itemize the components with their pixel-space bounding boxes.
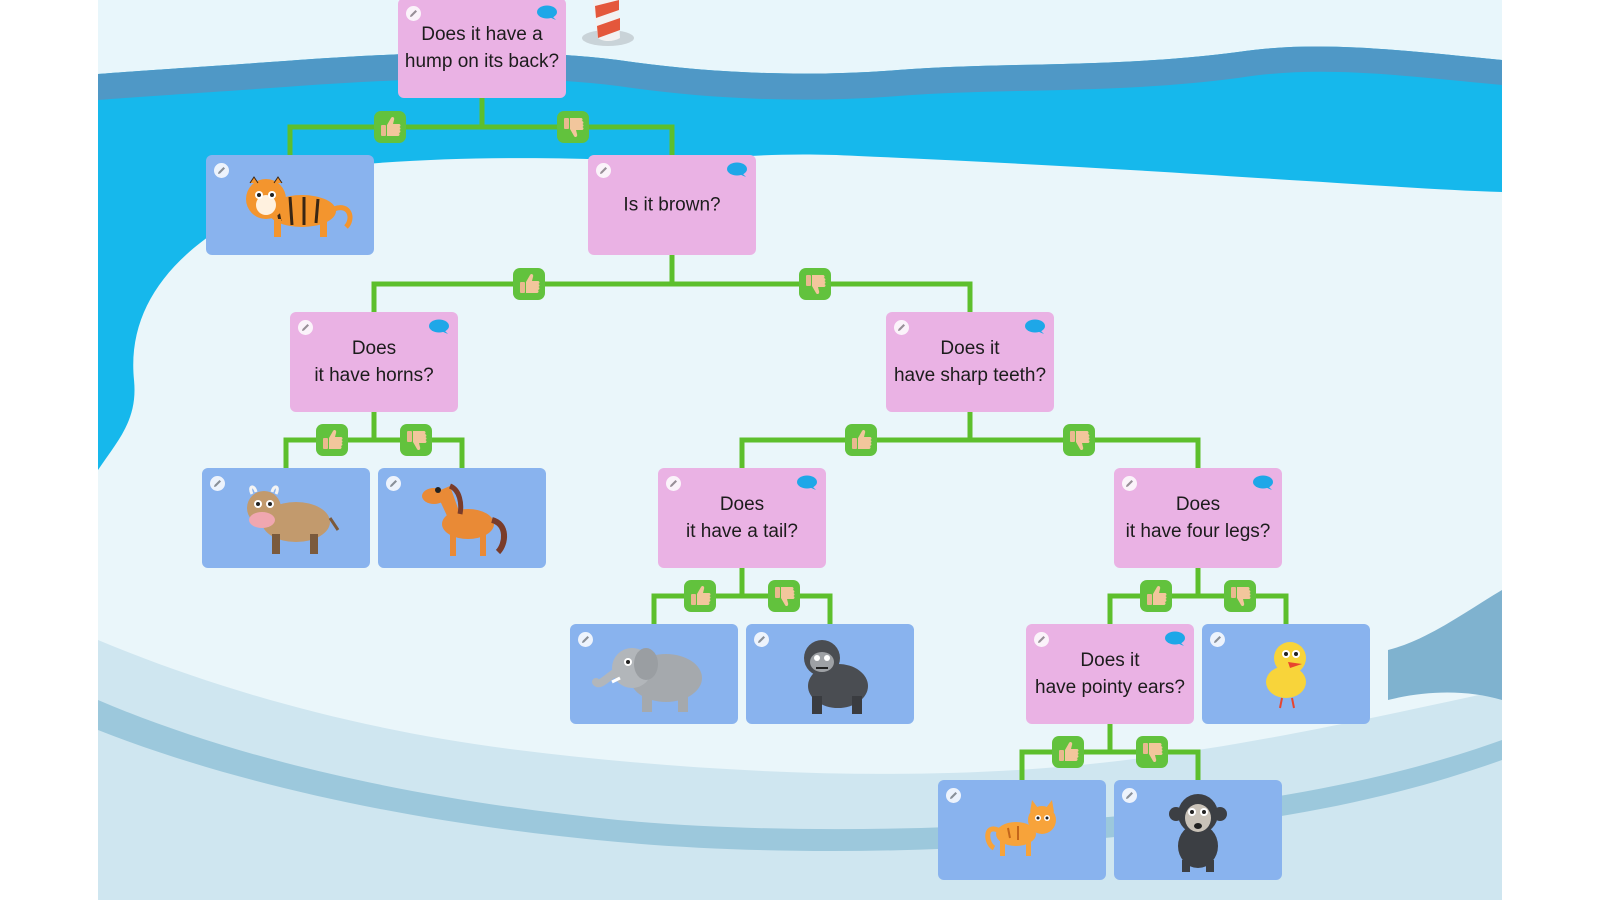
thumbs-up-icon[interactable] [1051,736,1084,768]
speech-bubble-icon[interactable] [796,475,818,491]
pencil-icon[interactable] [666,476,681,491]
speech-bubble-icon[interactable] [536,5,558,21]
pencil-icon[interactable] [1122,476,1137,491]
question-node-brown[interactable]: Is it brown? [588,155,756,255]
question-node-teeth[interactable]: Does it have sharp teeth? [886,312,1054,412]
thumbs-up-icon[interactable] [315,424,348,456]
speech-bubble-icon[interactable] [1024,319,1046,335]
answer-node-tiger[interactable] [206,155,374,255]
answer-node-monkey[interactable] [1114,780,1282,880]
question-text: Does it have a hump on its back? [404,24,560,72]
thumbs-down-icon[interactable] [1224,580,1257,612]
thumbs-down-icon[interactable] [1063,424,1096,456]
question-text: Does it have a tail? [686,494,798,542]
pencil-icon[interactable] [1122,788,1137,803]
thumbs-down-icon[interactable] [1136,736,1169,768]
speech-bubble-icon[interactable] [428,319,450,335]
pencil-icon[interactable] [210,476,225,491]
speech-bubble-icon[interactable] [1164,631,1186,647]
answer-node-cow[interactable] [202,468,370,568]
decision-tree-connectors [283,95,1289,783]
tree-canvas: Does it have a hump on its back? Is it br… [98,0,1502,900]
pencil-icon[interactable] [386,476,401,491]
question-node-hump[interactable]: Does it have a hump on its back? [398,0,566,98]
striped-pole-icon [582,0,634,46]
pencil-icon[interactable] [406,6,421,21]
thumbs-up-icon[interactable] [373,111,406,143]
answer-node-gorilla[interactable] [746,624,914,724]
question-text: Does it have four legs? [1125,494,1271,542]
question-text: Does it have horns? [314,338,434,386]
speech-bubble-icon[interactable] [726,162,748,178]
chick-image [1266,642,1306,709]
monkey-image [1169,794,1227,872]
thumbs-down-icon[interactable] [799,268,832,300]
answer-node-chick[interactable] [1202,624,1370,724]
thumbs-up-icon[interactable] [512,268,545,300]
pencil-icon[interactable] [596,163,611,178]
question-node-tail[interactable]: Does it have a tail? [658,468,826,568]
thumbs-up-icon[interactable] [844,424,877,456]
answer-node-cat[interactable] [938,780,1106,880]
speech-bubble-icon[interactable] [1252,475,1274,491]
pencil-icon[interactable] [1210,632,1225,647]
question-text: Does it have pointy ears? [1035,650,1185,698]
pencil-icon[interactable] [214,163,229,178]
pencil-icon[interactable] [298,320,313,335]
elephant-image [592,648,702,712]
horse-image [422,483,507,556]
question-node-horns[interactable]: Does it have horns? [290,312,458,412]
pencil-icon[interactable] [894,320,909,335]
question-text: Does it have sharp teeth? [893,338,1047,386]
thumbs-down-icon[interactable] [768,580,801,612]
question-node-ears[interactable]: Does it have pointy ears? [1026,624,1194,724]
thumbs-up-icon[interactable] [1139,580,1172,612]
question-text: Is it brown? [623,194,721,216]
answer-node-horse[interactable] [378,468,546,568]
thumbs-down-icon[interactable] [400,424,433,456]
cat-image [985,800,1056,856]
tiger-image [246,176,353,237]
pencil-icon[interactable] [946,788,961,803]
thumbs-down-icon[interactable] [557,111,590,143]
answer-node-elephant[interactable] [570,624,738,724]
question-node-legs[interactable]: Does it have four legs? [1114,468,1282,568]
pencil-icon[interactable] [754,632,769,647]
pencil-icon[interactable] [578,632,593,647]
thumbs-up-icon[interactable] [683,580,716,612]
pencil-icon[interactable] [1034,632,1049,647]
gorilla-image [804,640,868,714]
cow-image [247,485,340,554]
